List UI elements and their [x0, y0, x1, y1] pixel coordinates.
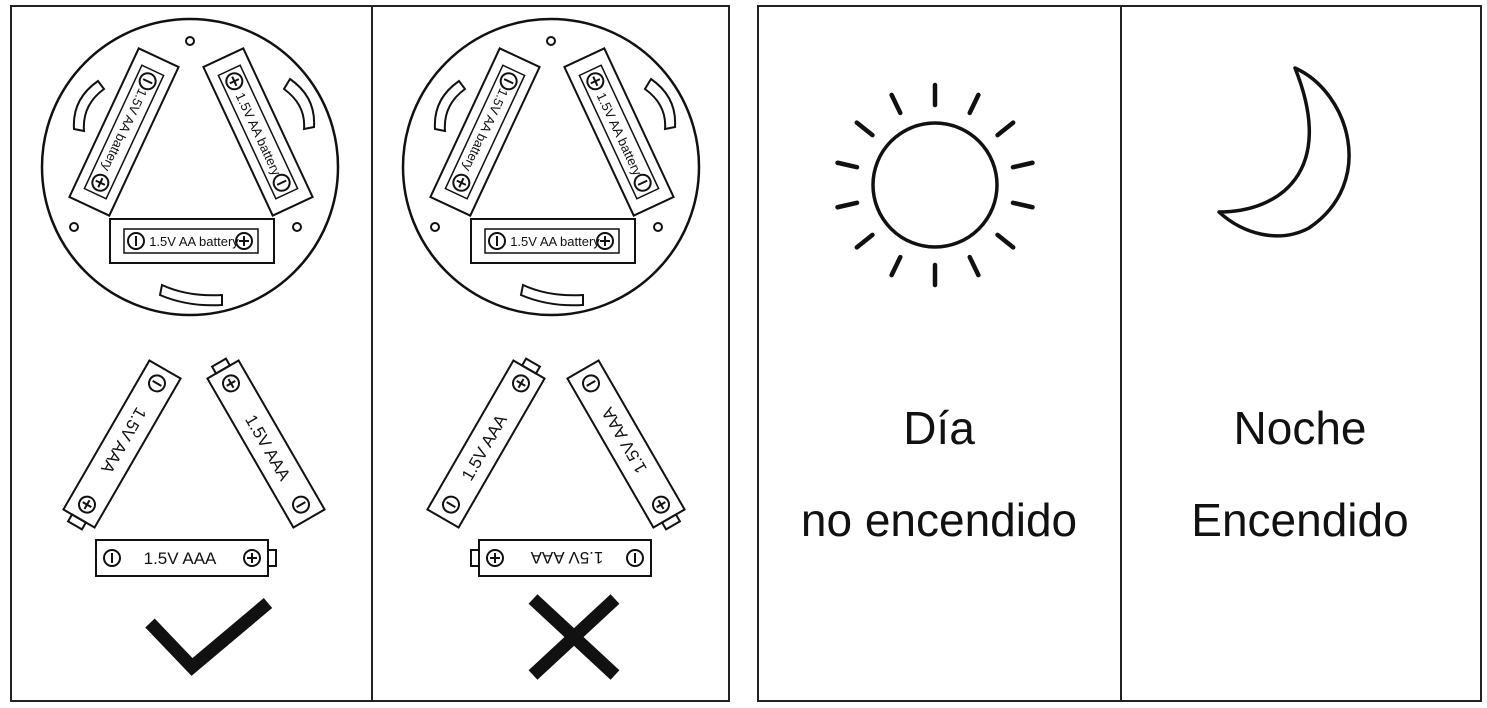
sun-ray	[1010, 200, 1035, 210]
aaa-battery-left: 1.5V AAA	[62, 359, 182, 531]
battery-holder-bottom: 1.5V AA battery	[470, 218, 636, 264]
aaa-battery-right-reversed: 1.5V AAA	[566, 359, 686, 531]
holder-label-bottom: 1.5V AA battery	[510, 234, 600, 249]
sun-ray	[967, 92, 981, 116]
aaa-label-right-reversed: 1.5V AAA	[598, 403, 651, 476]
check-icon	[145, 598, 273, 676]
correct-orientation-panel: 1.5V AA battery 1.5V AA battery 1.5V AA …	[40, 17, 340, 676]
aaa-battery-bottom-reversed: 1.5V AAA	[470, 539, 652, 577]
cross-icon	[528, 594, 620, 680]
lamp-base	[401, 17, 701, 317]
battery-holder-left: 1.5V AA battery	[68, 47, 180, 217]
aaa-label-left: 1.5V AAA	[97, 404, 150, 477]
sun-ray	[854, 120, 875, 138]
moon-icon	[1217, 66, 1351, 238]
sun-ray	[889, 254, 903, 278]
battery-holder-left: 1.5V AA battery	[429, 47, 541, 217]
sun-ray	[995, 232, 1016, 250]
battery-instruction-panel: 1.5V AA battery 1.5V AA battery 1.5V AA …	[10, 5, 730, 702]
sun-ray	[835, 160, 860, 170]
day-subtitle: no encendido	[800, 494, 1078, 546]
aaa-battery-right: 1.5V AAA	[206, 357, 326, 529]
holder-label-bottom: 1.5V AA battery	[149, 234, 239, 249]
panel-divider	[1120, 7, 1122, 700]
light-sensor-panel: Día no encendido Noche Encendido	[757, 5, 1482, 702]
battery-holder-right: 1.5V AA battery	[563, 47, 675, 217]
aaa-label-bottom-reversed: 1.5V AAA	[530, 548, 603, 567]
battery-holder-right: 1.5V AA battery	[202, 47, 314, 217]
sun-ray	[835, 200, 860, 210]
aaa-label-left-reversed: 1.5V AAA	[458, 411, 511, 484]
sun-ray	[967, 254, 981, 278]
incorrect-orientation-panel: 1.5V AA battery 1.5V AA battery 1.5V AA …	[401, 17, 701, 680]
battery-holder-bottom: 1.5V AA battery	[109, 218, 275, 264]
aaa-label-bottom: 1.5V AAA	[144, 549, 217, 568]
aaa-battery-bottom: 1.5V AAA	[95, 539, 277, 577]
day-title: Día	[903, 402, 975, 454]
aaa-label-right: 1.5V AAA	[241, 411, 294, 484]
aaa-battery-left-reversed: 1.5V AAA	[426, 357, 546, 529]
sun-ray	[1010, 160, 1035, 170]
lamp-base	[40, 17, 340, 317]
sun-ray	[854, 232, 875, 250]
night-subtitle: Encendido	[1191, 494, 1409, 546]
panel-divider	[371, 7, 373, 700]
sun-ray	[889, 92, 903, 116]
sun-ray	[995, 120, 1016, 138]
night-title: Noche	[1233, 402, 1367, 454]
sun-icon	[835, 82, 1035, 288]
